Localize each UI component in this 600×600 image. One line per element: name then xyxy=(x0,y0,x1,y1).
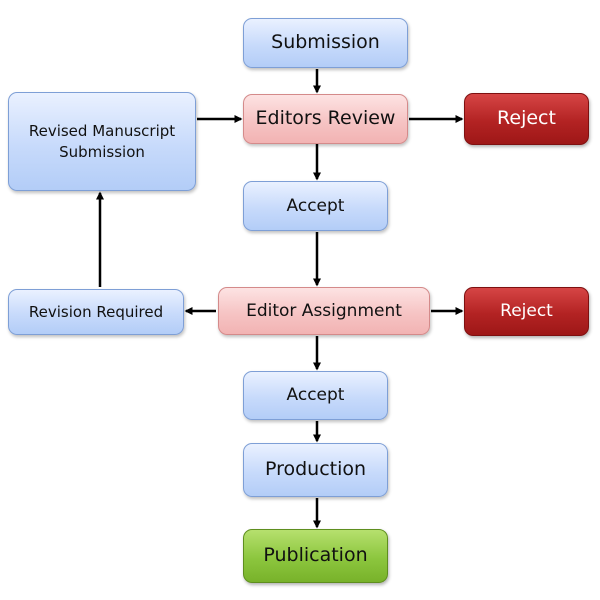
node-editors-review-label: Editors Review xyxy=(255,107,396,130)
node-submission: Submission xyxy=(243,18,408,68)
node-editor-assignment: Editor Assignment xyxy=(218,287,430,335)
node-accept-bottom: Accept xyxy=(243,371,388,420)
node-revision-required: Revision Required xyxy=(8,289,184,335)
node-revision-required-label: Revision Required xyxy=(28,302,164,321)
node-publication: Publication xyxy=(243,529,388,583)
node-reject-top: Reject xyxy=(464,93,589,145)
node-editors-review: Editors Review xyxy=(243,94,408,144)
node-reject-bottom: Reject xyxy=(464,287,589,336)
node-publication-label: Publication xyxy=(263,544,368,567)
node-revised-line1: Revised Manuscript xyxy=(28,122,176,141)
node-submission-label: Submission xyxy=(271,31,380,54)
node-revised-line2: Submission xyxy=(59,142,145,161)
node-reject-top-label: Reject xyxy=(497,107,556,130)
node-reject-bottom-label: Reject xyxy=(500,301,553,322)
node-production-label: Production xyxy=(264,458,367,481)
node-revised-manuscript-submission: Revised Manuscript Submission xyxy=(8,92,196,191)
node-accept-bottom-label: Accept xyxy=(286,385,345,406)
node-production: Production xyxy=(243,443,388,497)
node-accept-top: Accept xyxy=(243,181,388,231)
node-accept-top-label: Accept xyxy=(286,195,345,216)
node-editor-assignment-label: Editor Assignment xyxy=(246,300,402,321)
